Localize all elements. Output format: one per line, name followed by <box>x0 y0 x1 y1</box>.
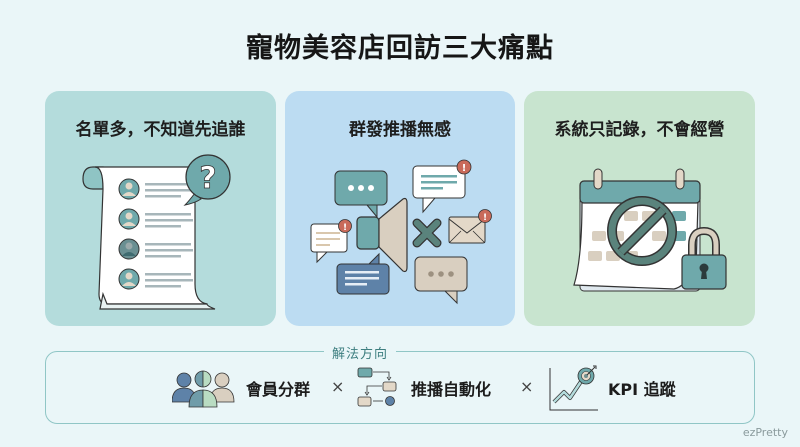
solution-item-push-automation: 推播自動化 <box>355 360 491 416</box>
card-title: 名單多，不知道先追誰 <box>75 120 246 140</box>
card-title: 群發推播無感 <box>349 120 451 140</box>
pain-point-card-member-list: 名單多，不知道先追誰 <box>45 91 276 326</box>
card-title: 系統只記錄，不會經營 <box>554 120 725 140</box>
multiply-separator: × <box>520 377 534 396</box>
member-group-icon <box>172 368 236 408</box>
solution-row: 會員分群 × 推播自動化 × <box>0 360 800 416</box>
svg-text:!: ! <box>483 213 487 223</box>
svg-text:?: ? <box>199 161 216 196</box>
automation-flow-icon <box>355 366 403 410</box>
svg-text:!: ! <box>343 223 347 233</box>
page-title: 寵物美容店回訪三大痛點 <box>246 33 554 64</box>
solution-label: 解法方向 <box>323 343 397 362</box>
svg-text:!: ! <box>462 163 467 174</box>
solution-text: KPI 追蹤 <box>608 380 676 399</box>
calendar-blocked-lock-icon <box>524 149 755 319</box>
multiply-separator: × <box>331 377 345 396</box>
solution-text: 會員分群 <box>246 380 311 399</box>
solution-item-member-segmentation: 會員分群 <box>172 360 310 416</box>
solution-item-kpi-tracking: KPI 追蹤 <box>548 360 676 416</box>
kpi-target-chart-icon <box>548 364 600 412</box>
watermark: ezPretty <box>742 426 788 439</box>
pain-point-card-system: 系統只記錄，不會經營 <box>524 91 755 326</box>
solution-box <box>45 351 755 424</box>
scroll-member-list-with-question-icon: ? <box>45 149 276 319</box>
solution-text: 推播自動化 <box>411 380 492 399</box>
pain-point-card-broadcast: 群發推播無感 ! ! ! <box>285 91 515 326</box>
megaphone-muted-messages-icon: ! ! ! <box>285 149 515 319</box>
